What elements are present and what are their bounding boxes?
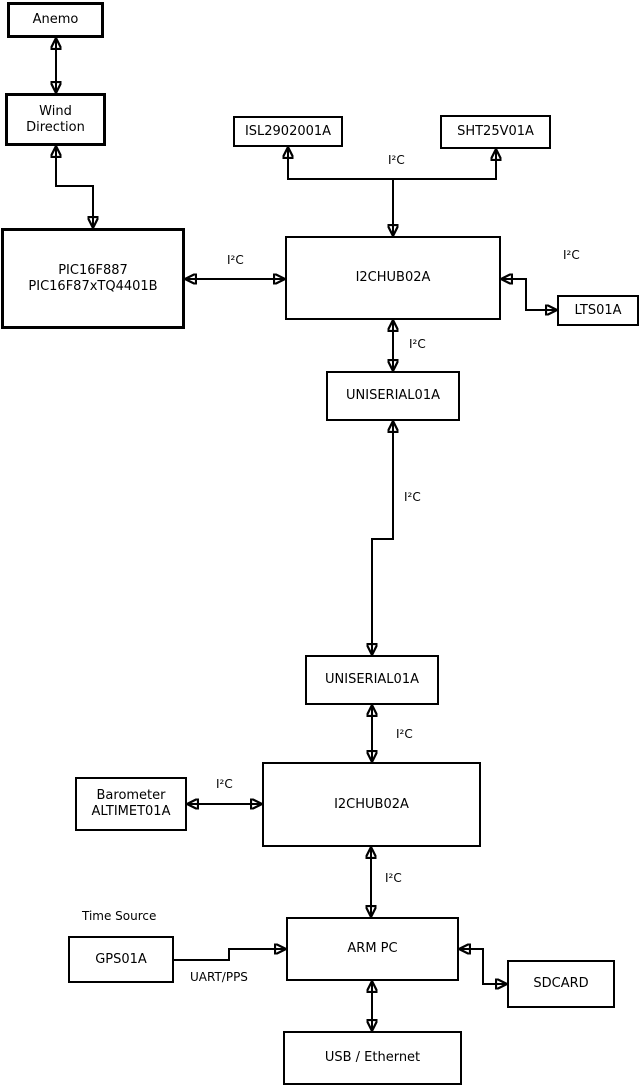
edge-label-i2c-barometer-hub2: I²C: [216, 777, 233, 791]
node-i2chub02a-lower-label: I2CHUB02A: [334, 796, 409, 812]
node-usb-ethernet-label: USB / Ethernet: [324, 1050, 421, 1066]
edge-label-i2c-uniserial2-hub2: I²C: [396, 727, 413, 741]
node-usb-ethernet: USB / Ethernet: [283, 1031, 462, 1085]
edge-label-i2c-hub1-uniserial1: I²C: [409, 337, 426, 351]
edge-label-i2c-bus-top: I²C: [388, 153, 405, 167]
node-uniserial01a-lower-label: UNISERIAL01A: [325, 672, 419, 688]
edge-uniserial1-uniserial2: [372, 421, 393, 655]
edge-wind-pic: [56, 146, 93, 228]
node-sdcard-label: SDCARD: [533, 976, 589, 992]
node-sht25v01a: SHT25V01A: [440, 115, 551, 149]
node-pic16f887: PIC16F887 PIC16F87xTQ4401B: [1, 228, 185, 329]
node-wind-direction-label: Wind Direction: [26, 103, 85, 135]
node-gps01a-label: GPS01A: [95, 951, 147, 967]
node-sdcard: SDCARD: [507, 960, 615, 1008]
edge-gps-armpc: [174, 949, 286, 961]
node-i2chub02a-upper: I2CHUB02A: [285, 236, 501, 320]
node-uniserial01a-lower: UNISERIAL01A: [305, 655, 439, 705]
edge-label-i2c-pic-hub1: I²C: [227, 253, 244, 267]
edge-hub1-lts: [501, 279, 557, 310]
node-lts01a: LTS01A: [557, 295, 639, 326]
node-anemo: Anemo: [7, 2, 104, 38]
node-uniserial01a-upper-label: UNISERIAL01A: [346, 388, 440, 404]
node-isl2902001a-label: ISL2902001A: [244, 123, 332, 139]
edge-armpc-sdcard: [459, 949, 507, 984]
node-gps01a: GPS01A: [68, 936, 174, 983]
node-isl2902001a: ISL2902001A: [233, 116, 343, 147]
node-uniserial01a-upper: UNISERIAL01A: [326, 371, 460, 421]
node-i2chub02a-lower: I2CHUB02A: [262, 762, 481, 847]
edge-label-uart-pps: UART/PPS: [190, 970, 248, 984]
node-barometer-altimet01a-label: Barometer ALTIMET01A: [91, 788, 171, 819]
edge-label-i2c-uniserial-link: I²C: [404, 490, 421, 504]
edge-label-i2c-hub2-armpc: I²C: [385, 871, 402, 885]
node-pic16f887-label: PIC16F887 PIC16F87xTQ4401B: [28, 262, 158, 294]
node-arm-pc: ARM PC: [286, 917, 459, 981]
node-i2chub02a-upper-label: I2CHUB02A: [355, 270, 431, 286]
edge-label-i2c-hub1-lts: I²C: [563, 248, 580, 262]
node-wind-direction: Wind Direction: [5, 93, 106, 146]
node-sht25v01a-label: SHT25V01A: [457, 124, 534, 140]
label-time-source: Time Source: [82, 909, 157, 923]
node-lts01a-label: LTS01A: [574, 302, 622, 318]
node-arm-pc-label: ARM PC: [347, 941, 398, 957]
node-anemo-label: Anemo: [32, 12, 79, 28]
node-barometer-altimet01a: Barometer ALTIMET01A: [75, 777, 187, 831]
